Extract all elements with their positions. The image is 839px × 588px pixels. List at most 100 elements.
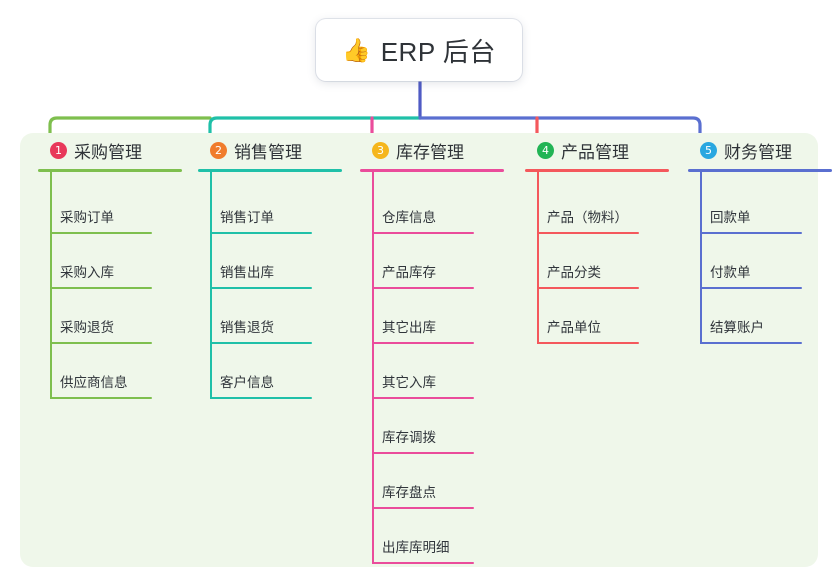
connector	[208, 116, 422, 135]
branch-title: 库存管理	[396, 142, 464, 162]
leaf-underline	[210, 287, 312, 289]
leaf-underline	[537, 232, 639, 234]
leaf-label: 产品库存	[382, 265, 436, 280]
leaf-item[interactable]: 销售订单	[198, 194, 318, 234]
leaf-underline	[537, 287, 639, 289]
leaf-label: 产品（物料）	[547, 210, 628, 225]
leaf-underline	[372, 507, 474, 509]
leaf-label: 产品单位	[547, 320, 601, 335]
branch-panel: 1 采购管理采购订单采购入库采购退货供应商信息 2 销售管理销售订单销售出库销售退货客…	[20, 133, 832, 567]
leaf-label: 采购入库	[60, 265, 114, 280]
branch-index-badge: 5	[700, 141, 717, 159]
leaf-label: 出库库明细	[382, 540, 450, 555]
leaf-label: 回款单	[710, 210, 751, 225]
leaf-item[interactable]: 产品（物料）	[525, 194, 645, 234]
leaf-underline	[50, 397, 152, 399]
leaf-label: 其它出库	[382, 320, 436, 335]
branch-header-2[interactable]: 2 销售管理	[198, 133, 348, 167]
leaf-item[interactable]: 库存调拨	[360, 414, 480, 454]
branch-underline	[525, 169, 669, 172]
branch-header-5[interactable]: 5 财务管理	[688, 133, 838, 167]
branch-column-1: 1 采购管理采购订单采购入库采购退货供应商信息	[38, 133, 188, 399]
branch-spine	[700, 172, 702, 344]
branch-column-2: 2 销售管理销售订单销售出库销售退货客户信息	[198, 133, 348, 399]
leaf-item[interactable]: 其它入库	[360, 359, 480, 399]
leaf-item[interactable]: 产品库存	[360, 249, 480, 289]
root-node[interactable]: 👍 ERP 后台	[316, 19, 522, 81]
leaf-underline	[372, 232, 474, 234]
leaf-item[interactable]: 付款单	[688, 249, 808, 289]
branch-header-1[interactable]: 1 采购管理	[38, 133, 188, 167]
branch-underline	[360, 169, 504, 172]
branch-column-5: 5 财务管理回款单付款单结算账户	[688, 133, 838, 344]
leaf-item[interactable]: 销售退货	[198, 304, 318, 344]
thumbs-up-icon: 👍	[342, 36, 371, 63]
branch-title: 销售管理	[234, 142, 302, 162]
leaf-label: 其它入库	[382, 375, 436, 390]
branch-title: 采购管理	[74, 142, 142, 162]
leaf-underline	[372, 452, 474, 454]
leaf-underline	[372, 397, 474, 399]
leaf-item[interactable]: 其它出库	[360, 304, 480, 344]
leaf-item[interactable]: 产品单位	[525, 304, 645, 344]
leaf-label: 供应商信息	[60, 375, 128, 390]
leaf-item[interactable]: 采购入库	[38, 249, 158, 289]
leaf-underline	[210, 342, 312, 344]
branch-spine	[210, 172, 212, 399]
leaf-item[interactable]: 出库库明细	[360, 524, 480, 564]
leaf-item[interactable]: 采购订单	[38, 194, 158, 234]
branch-spine	[537, 172, 539, 344]
leaf-label: 采购退货	[60, 320, 114, 335]
leaf-item[interactable]: 采购退货	[38, 304, 158, 344]
branch-underline	[688, 169, 832, 172]
leaf-underline	[50, 342, 152, 344]
branch-index-badge: 2	[210, 141, 227, 159]
leaf-list: 销售订单销售出库销售退货客户信息	[198, 172, 348, 399]
leaf-label: 产品分类	[547, 265, 601, 280]
leaf-item[interactable]: 客户信息	[198, 359, 318, 399]
leaf-list: 采购订单采购入库采购退货供应商信息	[38, 172, 188, 399]
branch-underline	[38, 169, 182, 172]
leaf-underline	[372, 562, 474, 564]
leaf-item[interactable]: 回款单	[688, 194, 808, 234]
leaf-underline	[700, 232, 802, 234]
leaf-underline	[50, 287, 152, 289]
branch-underline	[198, 169, 342, 172]
leaf-item[interactable]: 产品分类	[525, 249, 645, 289]
page-title: ERP 后台	[380, 36, 496, 67]
leaf-underline	[700, 287, 802, 289]
leaf-label: 结算账户	[710, 320, 764, 335]
branch-spine	[50, 172, 52, 399]
leaf-label: 采购订单	[60, 210, 114, 225]
leaf-underline	[50, 232, 152, 234]
leaf-label: 仓库信息	[382, 210, 436, 225]
leaf-label: 销售出库	[220, 265, 274, 280]
branch-spine	[372, 172, 374, 564]
leaf-list: 产品（物料） 产品分类产品单位	[525, 172, 675, 344]
leaf-item[interactable]: 供应商信息	[38, 359, 158, 399]
leaf-underline	[537, 342, 639, 344]
connector	[48, 116, 212, 135]
branch-title: 产品管理	[561, 142, 629, 162]
leaf-underline	[210, 397, 312, 399]
leaf-list: 仓库信息产品库存其它出库其它入库库存调拨库存盘点出库库明细	[360, 172, 510, 564]
leaf-underline	[700, 342, 802, 344]
leaf-label: 库存调拨	[382, 430, 436, 445]
leaf-label: 销售退货	[220, 320, 274, 335]
branch-title: 财务管理	[724, 142, 792, 162]
leaf-item[interactable]: 结算账户	[688, 304, 808, 344]
leaf-label: 客户信息	[220, 375, 274, 390]
leaf-label: 库存盘点	[382, 485, 436, 500]
branch-index-badge: 1	[50, 141, 67, 159]
leaf-item[interactable]: 仓库信息	[360, 194, 480, 234]
leaf-label: 付款单	[710, 265, 751, 280]
connector	[418, 116, 702, 135]
leaf-item[interactable]: 库存盘点	[360, 469, 480, 509]
leaf-item[interactable]: 销售出库	[198, 249, 318, 289]
leaf-label: 销售订单	[220, 210, 274, 225]
leaf-underline	[210, 232, 312, 234]
